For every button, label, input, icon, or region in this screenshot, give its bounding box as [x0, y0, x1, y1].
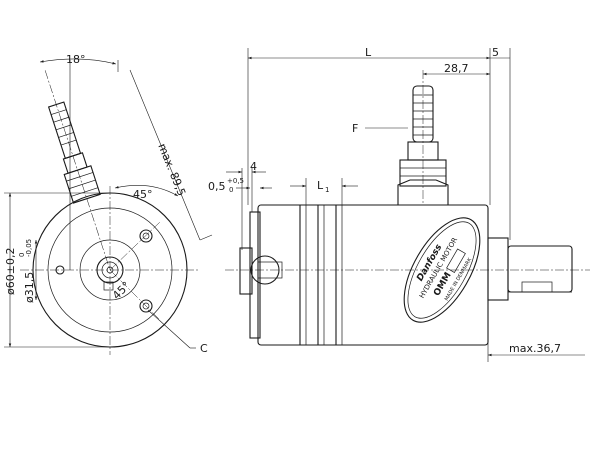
length-l1-label: L [317, 179, 324, 192]
body-grooves [299, 205, 343, 345]
drain-port [397, 70, 449, 205]
dim-0-5-tol-lower: 0 [229, 186, 233, 194]
shaft-right [487, 237, 573, 301]
mounting-flange [249, 211, 261, 339]
callout-f: F [352, 122, 358, 135]
angle-top-label: 18° [66, 53, 86, 66]
callout-c: C [200, 342, 208, 355]
max-length-label: max. 89,5 [155, 142, 188, 198]
max-36-7-label: max.36,7 [509, 342, 561, 355]
length-l-label: L [365, 46, 372, 59]
motor-body [257, 204, 489, 346]
shaft-left [225, 247, 590, 295]
dim-28-7-label: 28,7 [444, 62, 469, 75]
inner-diameter-label: ø31,5 [23, 272, 36, 303]
angled-drain-port [44, 70, 111, 271]
length-l1-sub: 1 [325, 186, 329, 194]
inner-diameter-tol-lower: -0,05 [25, 239, 33, 257]
dim-0-5-label: 0,5 [208, 180, 226, 193]
outer-diameter-label: ø60±0,2 [4, 248, 17, 295]
side-view: F Danfoss HYDRAULIC MOTOR OMM MADE IN DE… [208, 46, 590, 362]
inner-diameter-tol-upper: 0 [18, 253, 26, 257]
dim-5-label: 5 [492, 46, 499, 59]
angle-mid-label: 45° [133, 188, 153, 201]
dim-0-5-tol-upper: +0,5 [227, 177, 244, 185]
end-view: 18° max. 89,5 45° ø60±0,2 ø31,5 0 -0,05 … [4, 53, 213, 355]
shaft-key [103, 281, 114, 291]
dim-4-label: 4 [250, 160, 257, 173]
